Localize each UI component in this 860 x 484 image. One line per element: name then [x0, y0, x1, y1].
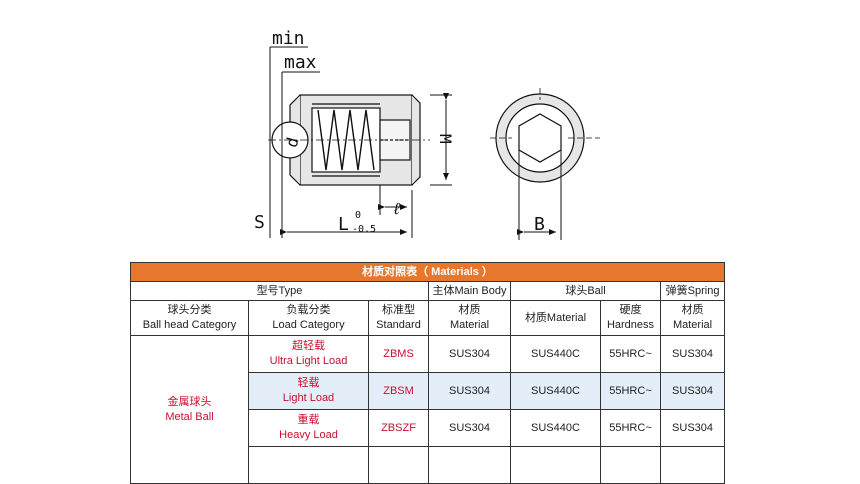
- hardness-cell: 55HRC~: [600, 372, 661, 410]
- load-cell: 轻载 Light Load: [248, 372, 369, 410]
- s-label: S: [254, 212, 265, 233]
- table-row: 轻载 Light Load ZBSM SUS304 SUS440C 55HRC~…: [131, 372, 726, 410]
- col-ball-head-category: 球头分类 Ball head Category: [130, 300, 249, 336]
- plunger-end-view: [490, 88, 600, 240]
- tolerance-upper: 0: [355, 210, 361, 221]
- group-spring: 弹簧Spring: [659, 281, 726, 301]
- d-label: d: [282, 135, 303, 149]
- max-label: max: [284, 52, 317, 73]
- body-cell: SUS304: [428, 335, 511, 373]
- group-type: 型号Type: [130, 281, 429, 301]
- body-cell: SUS304: [428, 372, 511, 410]
- spring-cell: SUS304: [659, 335, 726, 373]
- load-cell: 重载 Heavy Load: [248, 409, 369, 447]
- group-main-body: 主体Main Body: [428, 281, 511, 301]
- col-spring-material: 材质 Material: [659, 300, 726, 336]
- ball-cell: SUS440C: [510, 335, 601, 373]
- materials-table: 材质对照表（ Materials ） 型号Type 主体Main Body 球头…: [129, 262, 726, 484]
- tolerance-lower: -0.5: [352, 224, 376, 235]
- load-cell: 超轻载 Ultra Light Load: [248, 335, 369, 373]
- code-cell: ZBMS: [368, 335, 429, 373]
- dimension-lines: [269, 46, 452, 238]
- table-row: 金属球头 Metal Ball 超轻载 Ultra Light Load ZBM…: [130, 335, 726, 484]
- ball-cell: SUS440C: [510, 409, 601, 447]
- ell-label: ℓ: [392, 199, 402, 218]
- spring-cell: SUS304: [659, 372, 726, 410]
- group-ball: 球头Ball: [510, 281, 661, 301]
- m-label: M: [436, 134, 455, 144]
- col-standard: 标准型 Standard: [368, 300, 429, 336]
- col-hardness: 硬度 Hardness: [600, 300, 661, 336]
- col-load-category: 负载分类 Load Category: [248, 300, 369, 336]
- col-body-material: 材质 Material: [428, 300, 511, 336]
- min-label: min: [272, 28, 305, 49]
- hardness-cell: 55HRC~: [600, 409, 661, 447]
- b-label: B: [534, 214, 545, 235]
- col-ball-material: 材质Material: [510, 300, 601, 336]
- code-cell: ZBSZF: [368, 409, 429, 447]
- technical-drawing: min max d M S L 0 -0.5 ℓ B: [254, 28, 600, 240]
- l-label: L: [338, 214, 349, 235]
- ball-cell: SUS440C: [510, 372, 601, 410]
- plunger-side-view: [268, 94, 430, 186]
- category-metal-ball: 金属球头 Metal Ball: [130, 335, 249, 484]
- code-cell: ZBSM: [368, 372, 429, 410]
- body-cell: SUS304: [428, 409, 511, 447]
- table-title: 材质对照表（ Materials ）: [129, 262, 726, 282]
- spring-cell: SUS304: [659, 409, 726, 447]
- hardness-cell: 55HRC~: [600, 335, 661, 373]
